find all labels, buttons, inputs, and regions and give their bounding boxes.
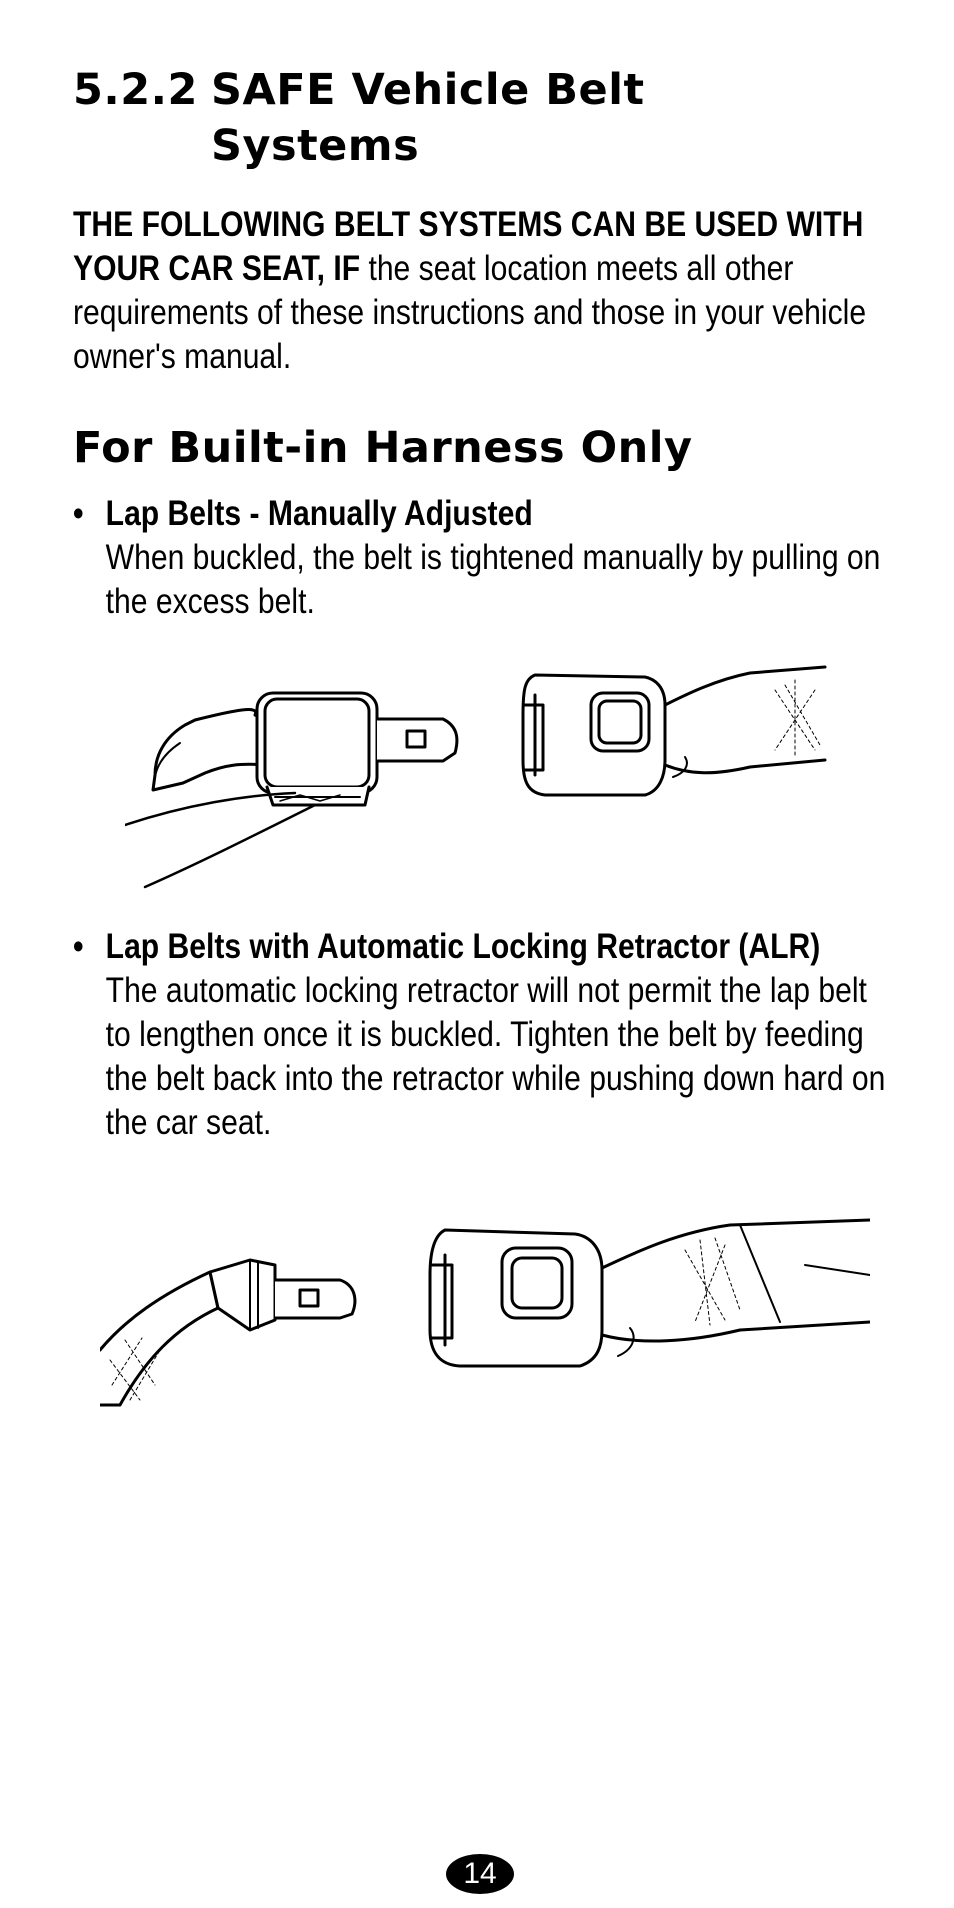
bullet-item-alr-lap-belt: • Lap Belts with Automatic Locking Retra… [73, 925, 899, 1145]
intro-bold-text: THE FOLLOWING BELT SYSTEMS CAN BE USED W… [73, 205, 864, 288]
bullet-body: When buckled, the belt is tightened manu… [105, 538, 881, 621]
manual-lap-belt-illustration [125, 665, 827, 889]
bullet-body: The automatic locking retractor will not… [105, 971, 886, 1142]
latch-plate-with-strap-icon [100, 1258, 357, 1407]
intro-paragraph: THE FOLLOWING BELT SYSTEMS CAN BE USED W… [73, 203, 873, 379]
latch-plate-with-strap-icon [125, 691, 459, 889]
alr-lap-belt-illustration [100, 1218, 870, 1407]
intro-regular-text: the seat location meets all other requir… [73, 249, 867, 376]
buckle-with-strap-icon [521, 665, 827, 797]
section-heading: 5.2.2 SAFE Vehicle Belt Systems [73, 62, 645, 174]
bullet-marker: • [73, 927, 84, 966]
page-number-badge: 14 [446, 1854, 514, 1894]
subsection-heading: For Built-in Harness Only [73, 423, 693, 473]
bullet-item-manual-lap-belt: • Lap Belts - Manually Adjusted When buc… [73, 492, 899, 624]
bullet-title: Lap Belts with Automatic Locking Retract… [105, 927, 821, 966]
bullet-title: Lap Belts - Manually Adjusted [105, 494, 533, 533]
section-number: 5.2.2 [73, 65, 198, 115]
section-title-line1: SAFE Vehicle Belt [211, 65, 645, 115]
buckle-with-strap-icon [428, 1218, 870, 1368]
bullet-marker: • [73, 494, 84, 533]
section-title-line2: Systems [211, 121, 420, 171]
